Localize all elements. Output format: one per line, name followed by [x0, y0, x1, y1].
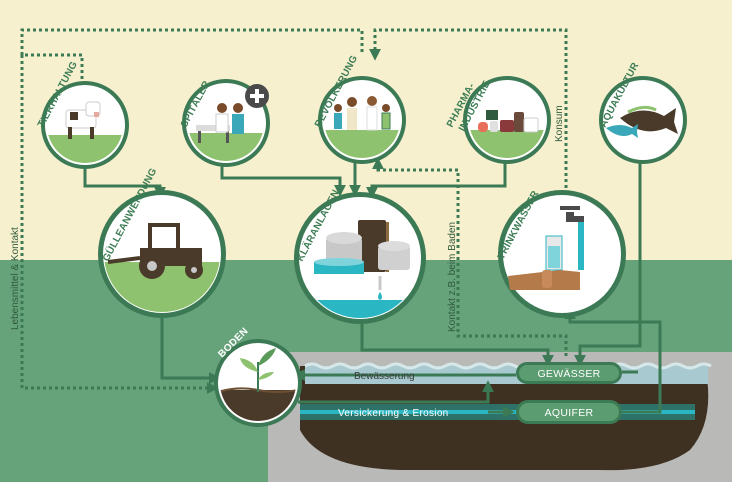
node-pharma	[463, 76, 551, 164]
flow-kontakt-baden	[372, 157, 568, 356]
flow-konsum	[369, 28, 568, 188]
bewaesserung-label: Bewässerung	[354, 371, 415, 382]
node-tierhaltung	[41, 81, 129, 169]
node-guelleanwendung	[98, 190, 226, 318]
kontakt-baden-label: Kontakt z.B. beim Baden	[447, 222, 458, 332]
pills-icon	[478, 110, 539, 133]
node-aquifer: AQUIFER	[516, 400, 622, 424]
node-boden	[214, 339, 302, 427]
versickerung-label: Versickerung & Erosion	[338, 408, 449, 419]
treatment-plant-icon	[314, 220, 410, 300]
people-icon	[334, 96, 391, 131]
node-spitaeler	[182, 79, 270, 167]
node-gewaesser: GEWÄSSER	[516, 362, 622, 384]
tractor-icon	[107, 223, 203, 279]
node-trinkwasser	[498, 190, 626, 318]
cow-icon	[65, 101, 101, 139]
tap-icon	[508, 206, 584, 290]
fish-icon	[606, 105, 678, 138]
water-waves	[304, 362, 712, 370]
node-aquakultur	[599, 76, 687, 164]
plant-icon	[240, 348, 276, 392]
flow-lebensmittel-kontakt	[20, 28, 364, 388]
aquifer-label: AQUIFER	[545, 407, 594, 419]
gewaesser-label: GEWÄSSER	[537, 368, 600, 380]
node-bevoelkerung	[318, 76, 406, 164]
lebensmittel-kontakt-label: Lebensmittel & Kontakt	[10, 227, 21, 330]
konsum-label: Konsum	[554, 105, 565, 142]
node-klaeranlagen	[294, 192, 426, 324]
